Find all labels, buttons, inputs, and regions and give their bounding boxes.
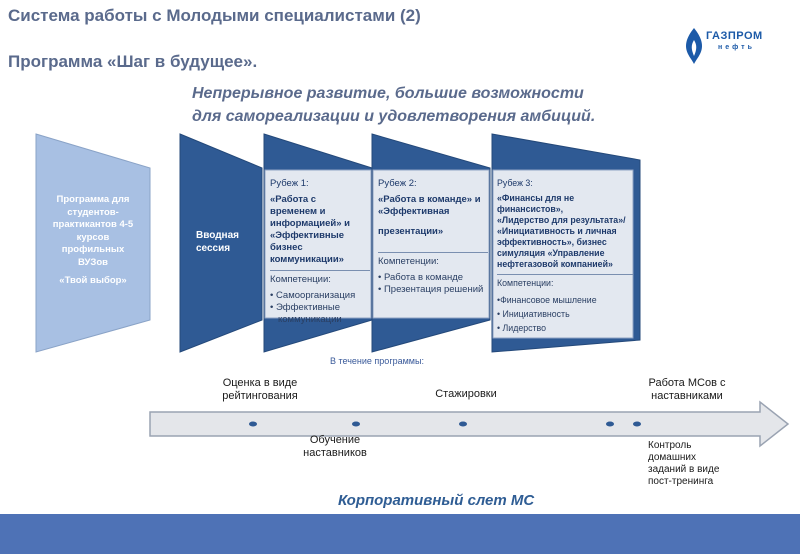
stage1-panel: [264, 169, 372, 319]
timeline-item-mentor-work: Работа МСов с наставниками: [648, 377, 726, 402]
stage-intro-text: Вводная сессия: [196, 230, 239, 254]
timeline-item-internships: Стажировки: [435, 388, 497, 400]
timeline-marker: [606, 421, 614, 427]
subtitle: Непрерывное развитие, большие возможност…: [192, 85, 596, 125]
stage-student-shape: [35, 133, 151, 353]
timeline-item-mentor-training: Обучение наставников: [303, 434, 367, 459]
stage3-panel: [492, 169, 634, 339]
gazprom-neft-logo: ГАЗПРОМ нефть: [680, 22, 780, 70]
flame-icon: [686, 28, 702, 64]
corporate-event-title: Корпоративный слет МС: [338, 492, 535, 509]
page-title: Система работы с Молодыми специалистами …: [8, 6, 421, 25]
timeline-arrow: [149, 400, 790, 448]
during-program-label: В течение программы:: [330, 356, 424, 366]
timeline-marker: [459, 421, 467, 427]
stage1-text: Рубеж 1: «Работа с временем и информацие…: [270, 178, 370, 326]
stage2-panel: [372, 169, 490, 319]
stage2-text: Рубеж 2: «Работа в команде» и «Эффективн…: [378, 178, 488, 296]
program-title: Программа «Шаг в будущее».: [8, 52, 258, 71]
timeline-item-homework-control: Контроль домашних заданий в виде пост-тр…: [648, 440, 720, 487]
timeline-marker: [633, 421, 641, 427]
bottom-bar: [0, 514, 800, 554]
stage-student-text: Программа для студентов- практикантов 4-…: [52, 194, 134, 286]
timeline-marker: [352, 421, 360, 427]
stage3-text: Рубеж 3: «Финансы для не финансистов», «…: [497, 178, 633, 334]
stages-diagram: [35, 133, 641, 353]
stage-intro-shape: [179, 133, 263, 353]
timeline-marker: [249, 421, 257, 427]
timeline-item-rating: Оценка в виде рейтингования: [222, 377, 298, 402]
